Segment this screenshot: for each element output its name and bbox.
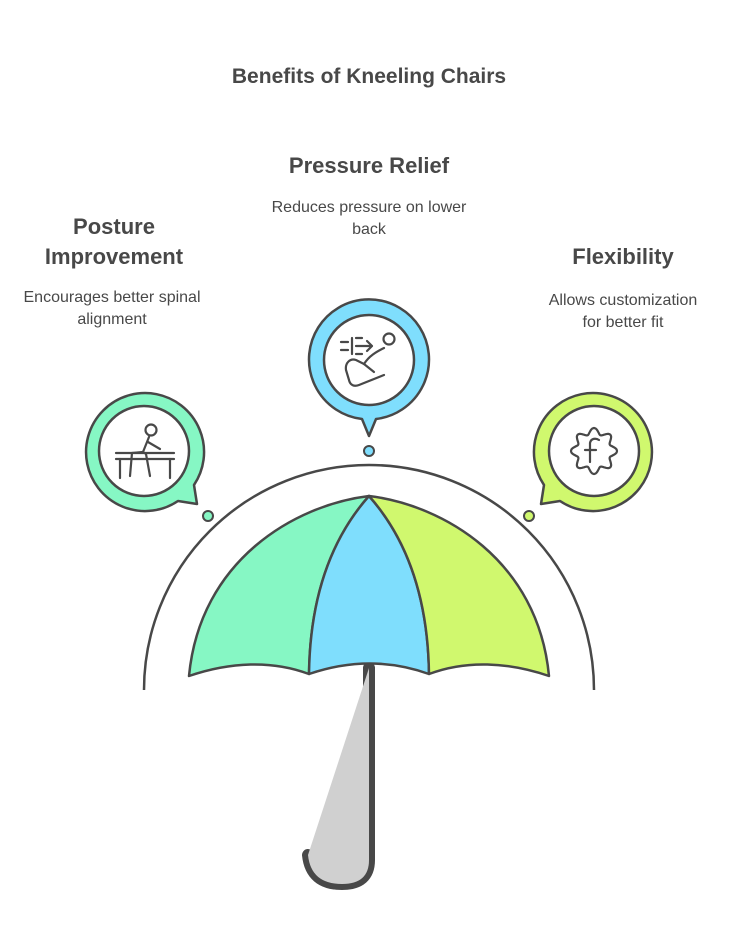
diagram-title: Benefits of Kneeling Chairs bbox=[231, 65, 507, 88]
posture-improvement-bubble bbox=[84, 391, 206, 513]
person-at-desk-icon bbox=[114, 423, 176, 480]
connector-dot-posture bbox=[202, 510, 214, 522]
flexibility-bubble bbox=[532, 391, 654, 513]
connector-dot-flexibility bbox=[523, 510, 535, 522]
pressure-relief-description: Reduces pressure on lower back bbox=[271, 199, 467, 238]
umbrella-handle-fill bbox=[308, 668, 369, 884]
outer-arc bbox=[142, 463, 596, 691]
connector-dot-pressure bbox=[363, 445, 375, 457]
posture-improvement-description: Encourages better spinal alignment bbox=[23, 289, 201, 328]
canopy-panel-flexibility bbox=[367, 494, 551, 678]
pressure-relief-bubble bbox=[307, 298, 431, 438]
flexibility-heading: Flexibility bbox=[572, 244, 674, 269]
reclining-person-icon bbox=[339, 332, 396, 387]
pressure-relief-heading: Pressure Relief bbox=[288, 153, 450, 178]
flexibility-description: Allows customization for better fit bbox=[548, 292, 698, 331]
posture-improvement-heading: Posture Improvement bbox=[44, 214, 184, 269]
flexible-gear-icon bbox=[569, 426, 619, 476]
